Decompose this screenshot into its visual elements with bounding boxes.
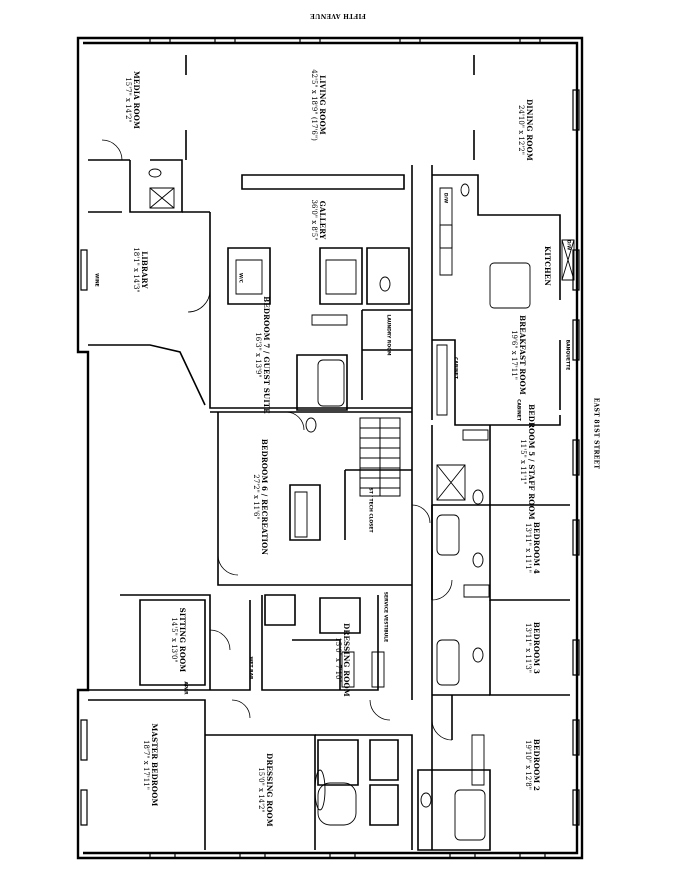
room-name: BEDROOM 2 — [532, 738, 542, 792]
room-dims: 27'2" x 11'6" — [252, 474, 260, 520]
room-dims: 42'5" x 18'9" (17'6") — [310, 69, 318, 141]
room-dims: 13'11" x 11'3" — [524, 623, 532, 673]
room-dims: 24'10" x 12'2" — [517, 105, 525, 155]
room-name: BEDROOM 3 — [532, 621, 542, 675]
room-dims: 18'1" x 14'3" — [132, 247, 140, 293]
room-name: LIBRARY — [140, 251, 150, 289]
tag-laundry-room: LAUNDRY ROOM — [385, 314, 391, 356]
room-dims: 15'7" x 14'2" — [124, 77, 132, 123]
room-dims: 11'5" x 11'1" — [519, 439, 527, 485]
tag-dw-2: D/W — [565, 239, 571, 251]
room-dims: 19'6" x 17'11" — [510, 330, 518, 380]
room-dims: 15'0" x 7'10" — [334, 637, 342, 683]
room-dims: 36'0" x 8'5" — [310, 199, 318, 241]
room-name: SITTING ROOM — [178, 607, 188, 673]
tag-wine: WINE — [93, 273, 99, 287]
room-name: BEDROOM 4 — [532, 521, 542, 575]
room-kitchen: KITCHEN — [543, 246, 553, 286]
room-name: LIVING ROOM — [318, 75, 328, 135]
room-dims: 16'3" x 13'9" — [254, 332, 262, 378]
room-dims: 15'0" x 14'2" — [257, 767, 265, 813]
doors — [102, 140, 452, 740]
room-name: DINING ROOM — [525, 99, 535, 161]
room-dims: 13'11" x 11'1" — [524, 523, 532, 573]
tag-service-vestibule: SERVICE VESTIBULE — [382, 591, 388, 643]
room-name: BREAKFAST ROOM — [518, 315, 528, 395]
room-dims: 18'7" x 17'11" — [142, 740, 150, 790]
room-name: BEDROOM 7 / GUEST SUITE — [262, 296, 272, 414]
room-name: GALLERY — [318, 200, 328, 240]
room-name: MEDIA ROOM — [132, 70, 142, 130]
street-label-top: FIFTH AVENUE — [310, 12, 366, 19]
tag-apar: APAR — [182, 681, 188, 695]
room-dims: 14'5" x 13'0" — [170, 617, 178, 663]
fixtures — [148, 168, 574, 840]
room-name: BEDROOM 6 / RECREATION — [260, 438, 270, 556]
street-label-right: EAST 81ST STREET — [592, 397, 600, 470]
interior-walls — [88, 55, 570, 850]
tag-banquette: BANQUETTE — [564, 339, 570, 371]
tag-wic: W/C — [237, 273, 243, 283]
room-name: KITCHEN — [543, 246, 553, 286]
tag-closet: ST / TECH CLOSET — [367, 487, 373, 533]
tag-cabinet-1: CABINET — [452, 357, 458, 379]
room-name: DRESSING ROOM — [342, 623, 352, 697]
room-dims: 19'10" x 12'8" — [524, 740, 532, 790]
tag-cabinet-2: CABINET — [515, 399, 521, 421]
room-name: DRESSING ROOM — [265, 753, 275, 827]
room-name: MASTER BEDROOM — [150, 723, 160, 807]
windows — [81, 38, 579, 858]
tag-wet-bar: WET BAR — [247, 656, 253, 680]
tag-dw-1: D/W — [442, 192, 448, 204]
room-name: BEDROOM 5 / STAFF ROOM — [527, 404, 537, 520]
